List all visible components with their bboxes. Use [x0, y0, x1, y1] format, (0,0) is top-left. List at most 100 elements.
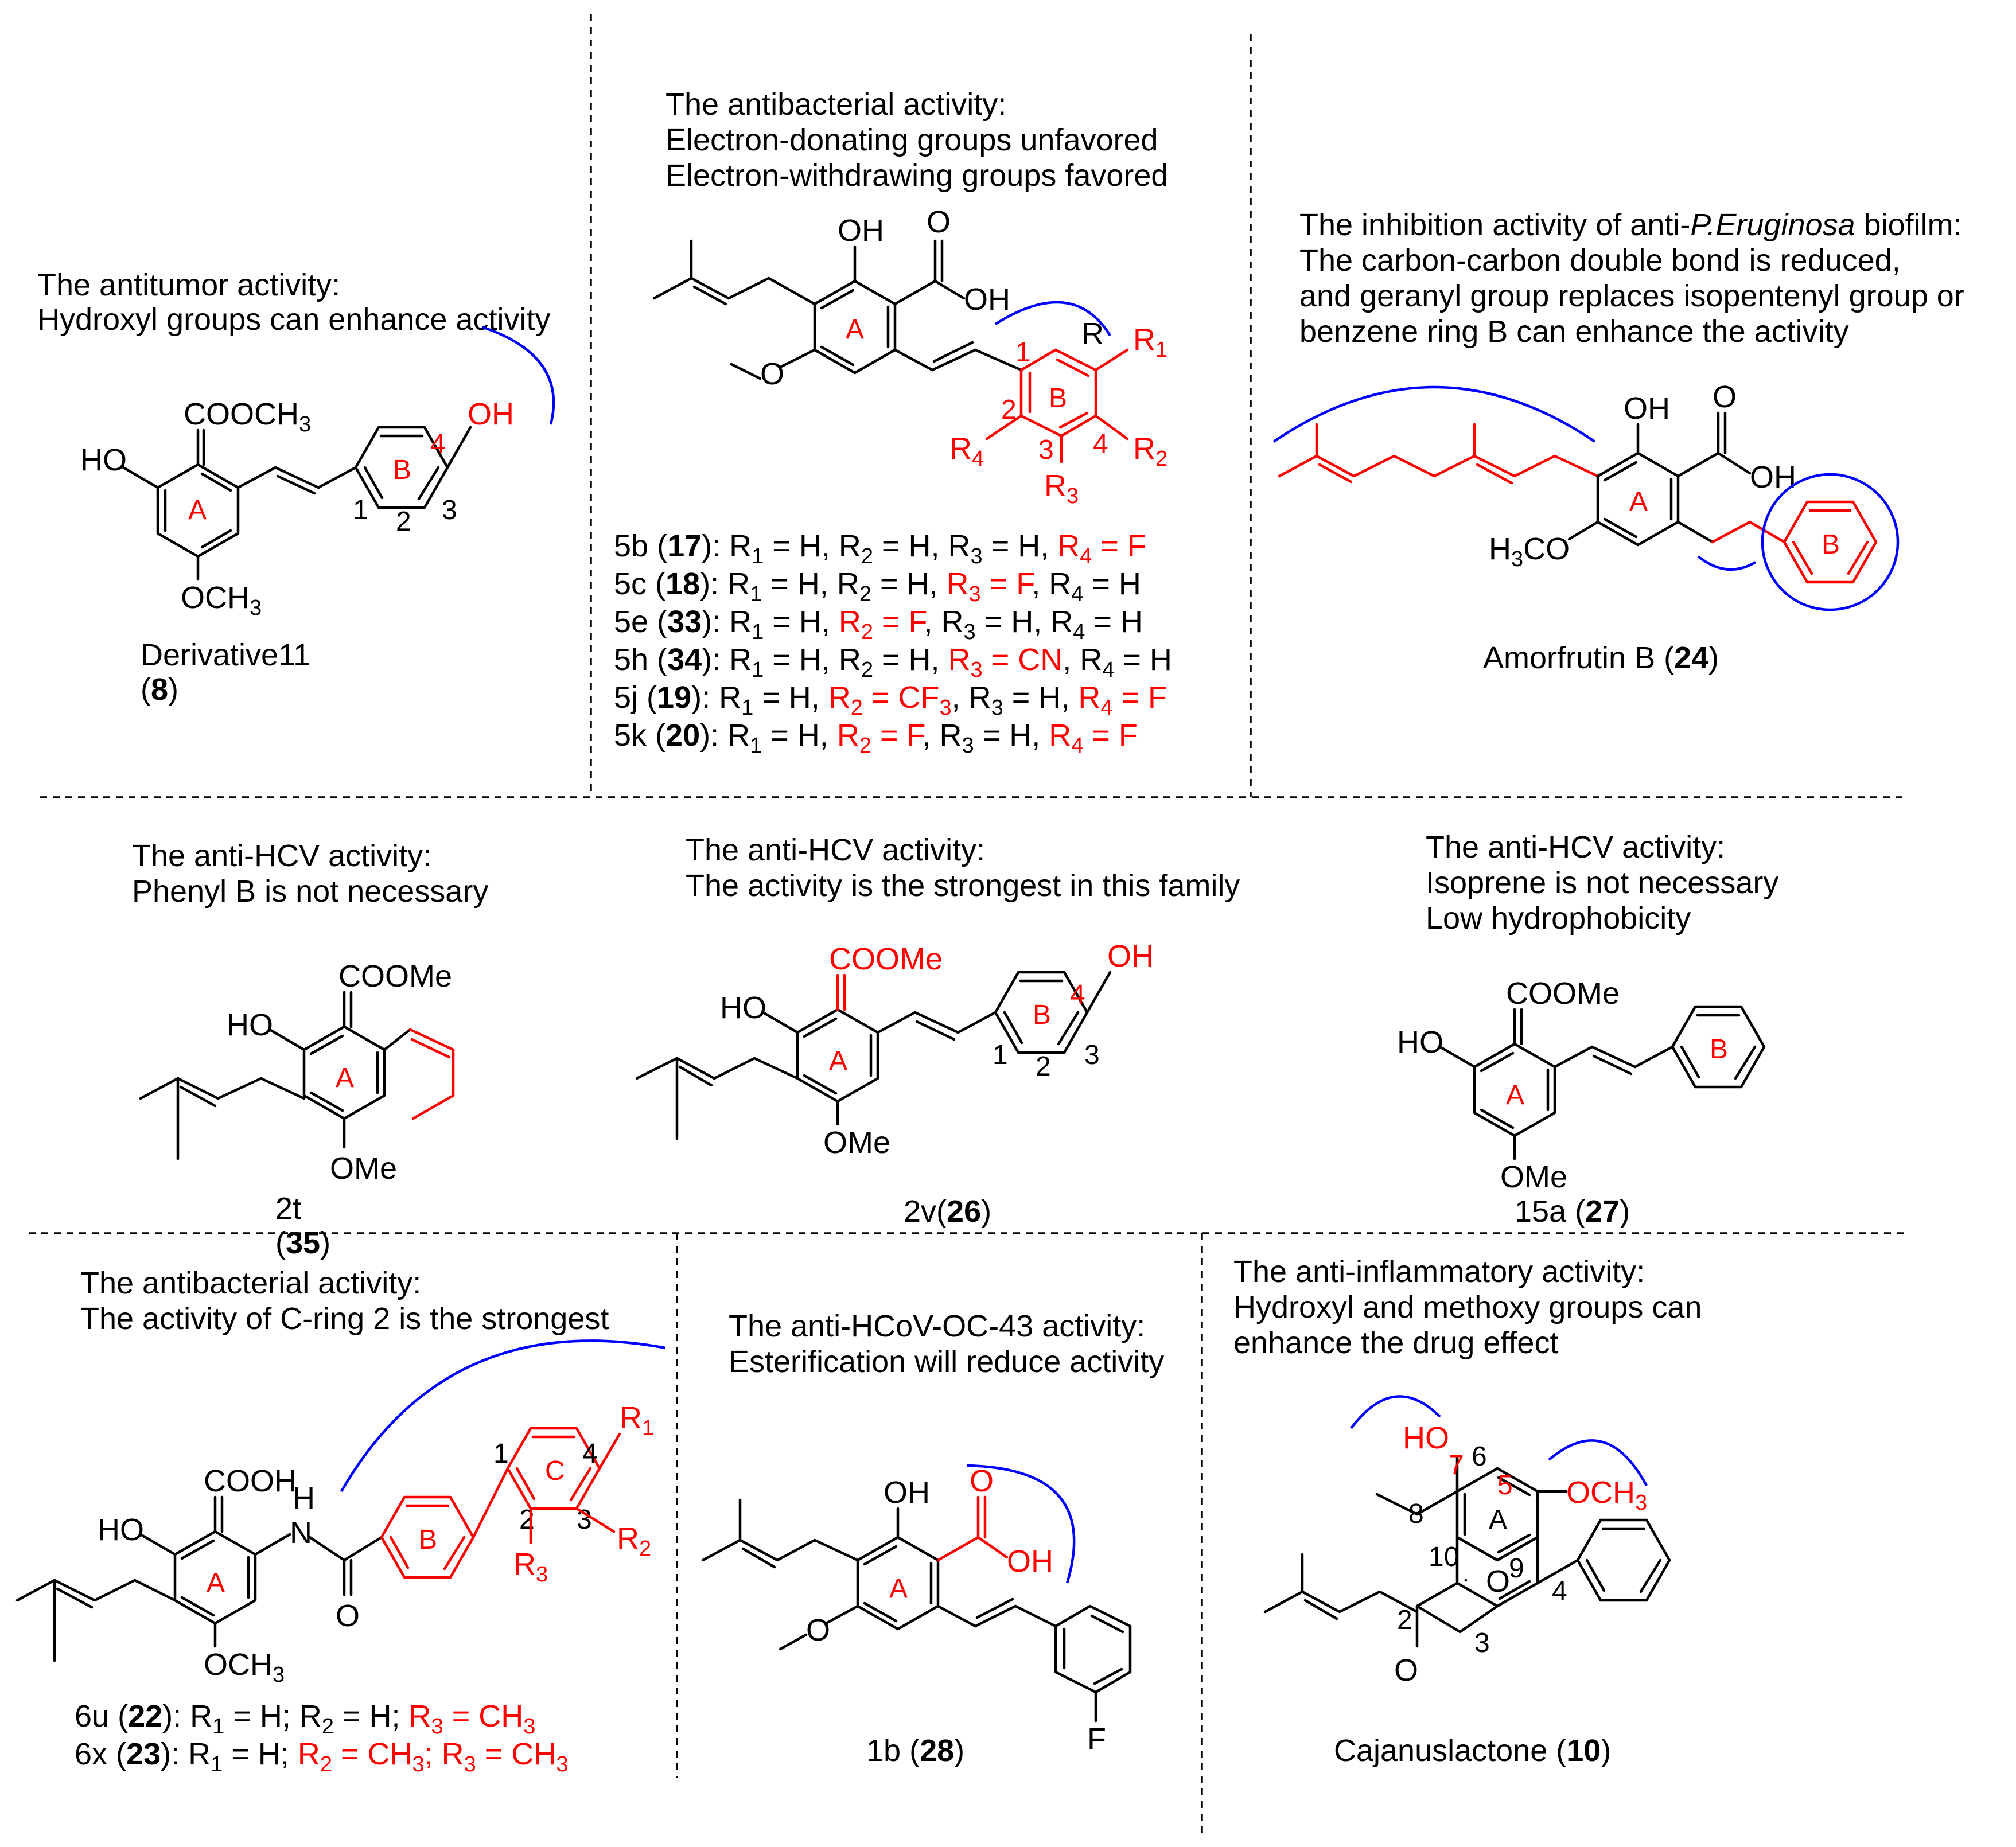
ring-phenyl [1054, 1604, 1132, 1694]
p3-compound-label: Amorfrutin B (24) [1483, 641, 1719, 675]
svg-text:9: 9 [1509, 1553, 1524, 1584]
p1-ester-label: COOCH3 [184, 397, 311, 437]
svg-text:R4: R4 [949, 431, 984, 471]
p9-ome-arc [1548, 1439, 1648, 1487]
svg-text:R2: R2 [617, 1521, 651, 1561]
svg-text:1: 1 [493, 1439, 509, 1469]
p9-ring-a-label: A [1489, 1505, 1507, 1535]
p9-o-carbonyl-label: O [1394, 1653, 1418, 1688]
p9-ho-arc [1350, 1395, 1441, 1429]
p2-compound-row: 5b (17): R1 = H, R2 = H, R3 = H, R4 = F [614, 529, 1146, 568]
p2-compound-row: 5k (20): R1 = H, R2 = F, R3 = H, R4 = F [614, 718, 1138, 758]
p7-note: The activity of C-ring 2 is the stronges… [80, 1302, 609, 1336]
p6-title: The anti-HCV activity: [1426, 830, 1725, 864]
p2-line1: Electron-donating groups unfavored [665, 123, 1158, 157]
p5-ester-label: COOMe [829, 942, 943, 976]
p1-note: Hydroxyl groups can enhance activity [37, 302, 550, 337]
p6-ester-label: COOMe [1506, 976, 1620, 1011]
p2-compound-row: 5e (33): R1 = H, R2 = F, R3 = H, R4 = H [614, 605, 1143, 644]
svg-text:OH: OH [1624, 391, 1670, 426]
p1-compound-name: Derivative11 [141, 638, 310, 672]
p4-ring-a-label: A [336, 1063, 354, 1093]
p3-ring-b-circle [1761, 473, 1900, 611]
p7-n-label: N [290, 1515, 312, 1550]
svg-text:R1: R1 [620, 1401, 654, 1440]
p9-o-ring-label: O [1486, 1564, 1510, 1599]
p4-compound-name: 2t [275, 1191, 301, 1226]
svg-text:1: 1 [993, 1040, 1008, 1070]
p8-activity-arc [966, 1464, 1076, 1584]
p5-ome-label: OMe [823, 1125, 890, 1160]
p3-ring-a-label: A [1629, 486, 1648, 517]
panel-anti-hcov: The anti-HCoV-OC-43 activity: Esterifica… [701, 1309, 1164, 1768]
p8-o-label: O [806, 1613, 830, 1647]
p6-line2: Low hydrophobicity [1426, 901, 1691, 936]
panel-anti-hcv-3: The anti-HCV activity: Isoprene is not n… [1397, 830, 1778, 1229]
p8-oh2-label: OH [1007, 1544, 1053, 1579]
p6-ho-label: HO [1397, 1025, 1443, 1059]
p4-note: Phenyl B is not necessary [132, 874, 488, 909]
p6-ring-b-label: B [1710, 1034, 1728, 1065]
p1-ring-a-label: A [188, 495, 207, 525]
panel-anti-hcv-1: The anti-HCV activity: Phenyl B is not n… [132, 839, 488, 1260]
p4-title: The anti-HCV activity: [132, 839, 431, 873]
p8-f-label: F [1087, 1722, 1106, 1756]
p5-note: The activity is the strongest in this fa… [686, 868, 1240, 903]
p9-ho-label: HO [1403, 1421, 1449, 1455]
p4-compound-number: (35) [275, 1226, 330, 1260]
p7-ring-a-label: A [207, 1568, 225, 1598]
panel-antibacterial-1: The antibacterial activity: Electron-don… [614, 87, 1172, 758]
p5-ho-label: HO [720, 991, 766, 1025]
svg-text:1: 1 [353, 495, 368, 525]
svg-text:4: 4 [1093, 429, 1108, 459]
svg-text:3: 3 [1038, 435, 1054, 465]
svg-text:4: 4 [1552, 1576, 1567, 1607]
svg-text:R3: R3 [513, 1547, 548, 1587]
panel-antibacterial-2: The antibacterial activity: The activity… [15, 1266, 666, 1776]
svg-text:R3: R3 [1044, 469, 1079, 508]
p5-title: The anti-HCV activity: [686, 833, 985, 867]
svg-text:4: 4 [1070, 980, 1085, 1010]
ring-b [1671, 1005, 1766, 1089]
svg-text:2: 2 [1397, 1605, 1412, 1635]
svg-text:3: 3 [1084, 1040, 1100, 1070]
svg-text:2: 2 [1036, 1051, 1051, 1082]
ring-b [1783, 500, 1878, 584]
p7-nh-label: H [293, 1481, 315, 1515]
p8-compound-label: 1b (28) [866, 1733, 964, 1768]
svg-text:8: 8 [1408, 1499, 1424, 1529]
p8-title: The anti-HCoV-OC-43 activity: [729, 1309, 1145, 1343]
p5-ring-a-label: A [829, 1046, 847, 1076]
panel-anti-inflammatory: The anti-inflammatory activity: Hydroxyl… [1233, 1254, 1702, 1768]
p1-ome-label: OCH3 [181, 580, 262, 620]
p4-ester-label: COOMe [338, 959, 452, 993]
p1-ho-label: HO [80, 443, 127, 477]
p7-ho-label: HO [98, 1513, 144, 1547]
p7-cooh-label: COOH [204, 1464, 297, 1498]
svg-text:3: 3 [1474, 1628, 1490, 1658]
p7-compound-row: 6u (22): R1 = H; R2 = H; R3 = CH3 [75, 1699, 535, 1739]
ring-phenyl [1576, 1518, 1671, 1602]
svg-text:R2: R2 [1133, 431, 1167, 471]
panel-antitumor: The antitumor activity: Hydroxyl groups … [37, 268, 555, 707]
p5-compound-label: 2v(26) [904, 1194, 991, 1229]
p8-ring-a-label: A [889, 1573, 908, 1604]
p3-ring-b-label: B [1822, 529, 1840, 560]
svg-text:OH: OH [838, 213, 884, 248]
p7-ring-c-label: C [545, 1456, 565, 1486]
p6-line1: Isoprene is not necessary [1426, 866, 1778, 900]
p9-ome-label: OCH3 [1566, 1475, 1647, 1515]
svg-text:5: 5 [1497, 1470, 1513, 1501]
p7-ome-label: OCH3 [204, 1647, 285, 1687]
svg-text:4: 4 [582, 1439, 598, 1469]
p6-compound-label: 15a (27) [1515, 1194, 1630, 1229]
p2-compound-list: 5b (17): R1 = H, R2 = H, R3 = H, R4 = F 5… [614, 529, 1172, 758]
panel-anti-hcv-2: The anti-HCV activity: The activity is t… [635, 833, 1240, 1229]
p4-ome-label: OMe [330, 1151, 397, 1186]
geranyl-chain [1278, 454, 1599, 478]
panel-dividers [29, 14, 1905, 1836]
p7-ring-b-label: B [419, 1525, 437, 1555]
p2-activity-arc [994, 301, 1111, 337]
p3-h3co-label: H3CO [1489, 532, 1570, 571]
